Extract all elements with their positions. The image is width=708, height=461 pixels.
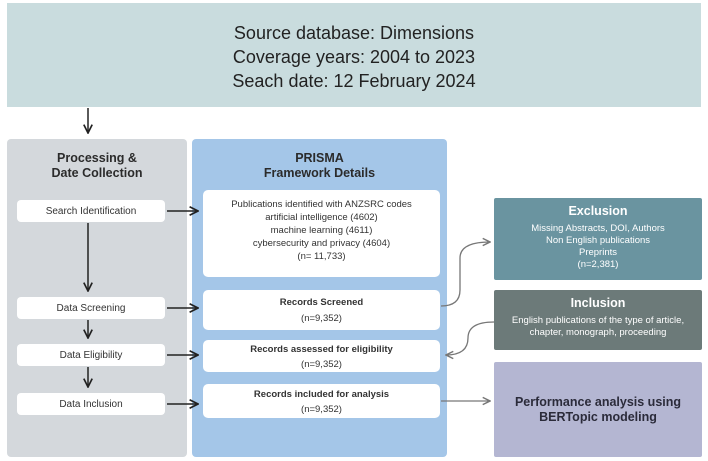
- performance-text: Performance analysis using BERTopic mode…: [515, 395, 681, 425]
- search-date-text: Seach date: 12 February 2024: [232, 71, 476, 91]
- performance-line-1: Performance analysis using: [514, 394, 682, 409]
- screened-title: Records Screened: [279, 297, 364, 308]
- processing-title: Processing & Date Collection: [7, 151, 187, 181]
- included-box: Records included for analysis (n=9,352): [203, 384, 440, 418]
- exclusion-box: Exclusion Missing Abstracts, DOI, Author…: [494, 198, 702, 280]
- screened-box: Records Screened (n=9,352): [203, 290, 440, 330]
- identified-line: artificial intelligence (4602): [265, 212, 378, 223]
- source-info-box: Source database: Dimensions Coverage yea…: [7, 3, 701, 107]
- exclusion-count: (n=2,381): [577, 259, 619, 270]
- identified-line: Publications identified with ANZSRC code…: [231, 199, 412, 210]
- inclusion-box: Inclusion English publications of the ty…: [494, 290, 702, 350]
- processing-title-line-2: Date Collection: [51, 166, 143, 180]
- performance-line-2: BERTopic modeling: [539, 409, 657, 424]
- exclusion-line: Preprints: [578, 247, 617, 258]
- step-data-inclusion: Data Inclusion: [17, 393, 165, 415]
- exclusion-title: Exclusion: [568, 204, 628, 218]
- included-count: (n=9,352): [301, 404, 342, 415]
- step-data-eligibility: Data Eligibility: [17, 344, 165, 366]
- processing-title-line-1: Processing &: [57, 151, 137, 165]
- step-data-screening: Data Screening: [17, 297, 165, 319]
- coverage-years-text: Coverage years: 2004 to 2023: [232, 47, 476, 67]
- eligibility-count: (n=9,352): [301, 359, 342, 370]
- identified-count: (n= 11,733): [297, 251, 346, 262]
- identified-line: cybersecurity and privacy (4604): [252, 238, 391, 249]
- inclusion-line: English publications of the type of arti…: [511, 315, 685, 326]
- step-search-identification: Search Identification: [17, 200, 165, 222]
- prisma-title-line-1: PRISMA: [295, 151, 344, 165]
- identified-line: machine learning (4611): [270, 225, 373, 236]
- inclusion-line: chapter, monograph, proceeding: [529, 327, 667, 338]
- source-database-text: Source database: Dimensions: [233, 23, 475, 43]
- eligibility-box: Records assessed for eligibility (n=9,35…: [203, 340, 440, 372]
- exclusion-line: Missing Abstracts, DOI, Authors: [531, 223, 665, 234]
- performance-box: Performance analysis using BERTopic mode…: [494, 362, 702, 457]
- eligibility-title: Records assessed for eligibility: [250, 344, 393, 355]
- prisma-title: PRISMA Framework Details: [192, 151, 447, 181]
- inclusion-title: Inclusion: [570, 296, 626, 310]
- exclusion-line: Non English publications: [545, 235, 651, 246]
- arrow-screened-to-exclusion: [440, 242, 490, 307]
- included-title: Records included for analysis: [253, 389, 390, 400]
- arrow-inclusion-to-eligibility: [446, 321, 495, 355]
- prisma-title-line-2: Framework Details: [263, 166, 376, 180]
- screened-count: (n=9,352): [301, 313, 342, 324]
- identified-box: Publications identified with ANZSRC code…: [203, 190, 440, 277]
